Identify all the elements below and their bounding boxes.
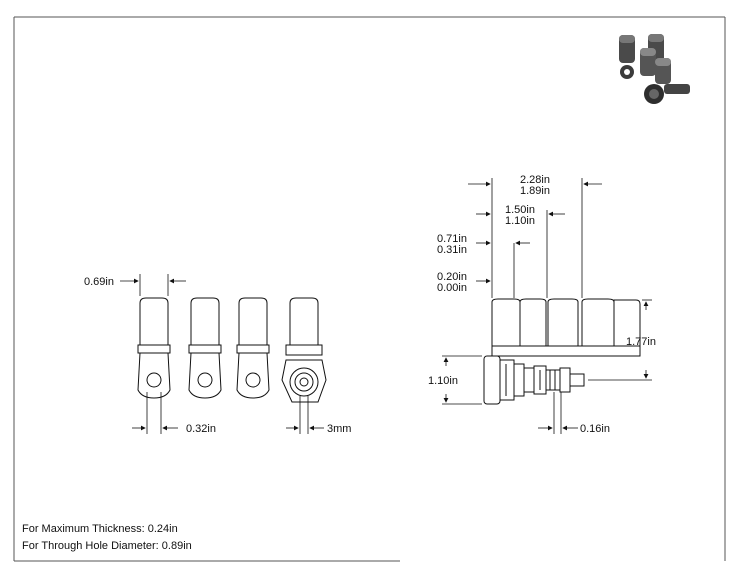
total-height-label: 1.77in — [626, 336, 656, 348]
overall-width-bottom-label: 1.89in — [520, 185, 550, 197]
front-hole-label: 3mm — [327, 423, 351, 435]
front-dimensions — [120, 274, 324, 434]
sheet-border — [13, 16, 726, 562]
overall-width-top-label: 2.28in — [520, 174, 550, 186]
front-width-label: 0.69in — [84, 276, 114, 288]
terminal-front-3 — [236, 297, 270, 399]
inner-width-top-label: 0.71in — [437, 233, 467, 245]
body-height-label: 1.10in — [428, 375, 458, 387]
side-dimensions — [442, 178, 652, 434]
terminal-front-2 — [188, 297, 222, 399]
front-view — [137, 297, 327, 403]
mid-width-top-label: 1.50in — [505, 204, 535, 216]
inner-width-bottom-label: 0.31in — [437, 244, 467, 256]
terminal-front-4 — [281, 297, 327, 403]
edge-offset-top-label: 0.20in — [437, 271, 467, 283]
through-hole-note: For Through Hole Diameter: 0.89in — [22, 540, 192, 552]
terminal-front-1 — [137, 297, 171, 399]
front-spacing-label: 0.32in — [186, 423, 216, 435]
max-thickness-note: For Maximum Thickness: 0.24in — [22, 523, 178, 535]
terminal-block-preview-icon — [619, 34, 690, 104]
thread-width-label: 0.16in — [580, 423, 610, 435]
edge-offset-bottom-label: 0.00in — [437, 282, 467, 294]
mid-width-bottom-label: 1.10in — [505, 215, 535, 227]
side-view — [483, 298, 641, 405]
